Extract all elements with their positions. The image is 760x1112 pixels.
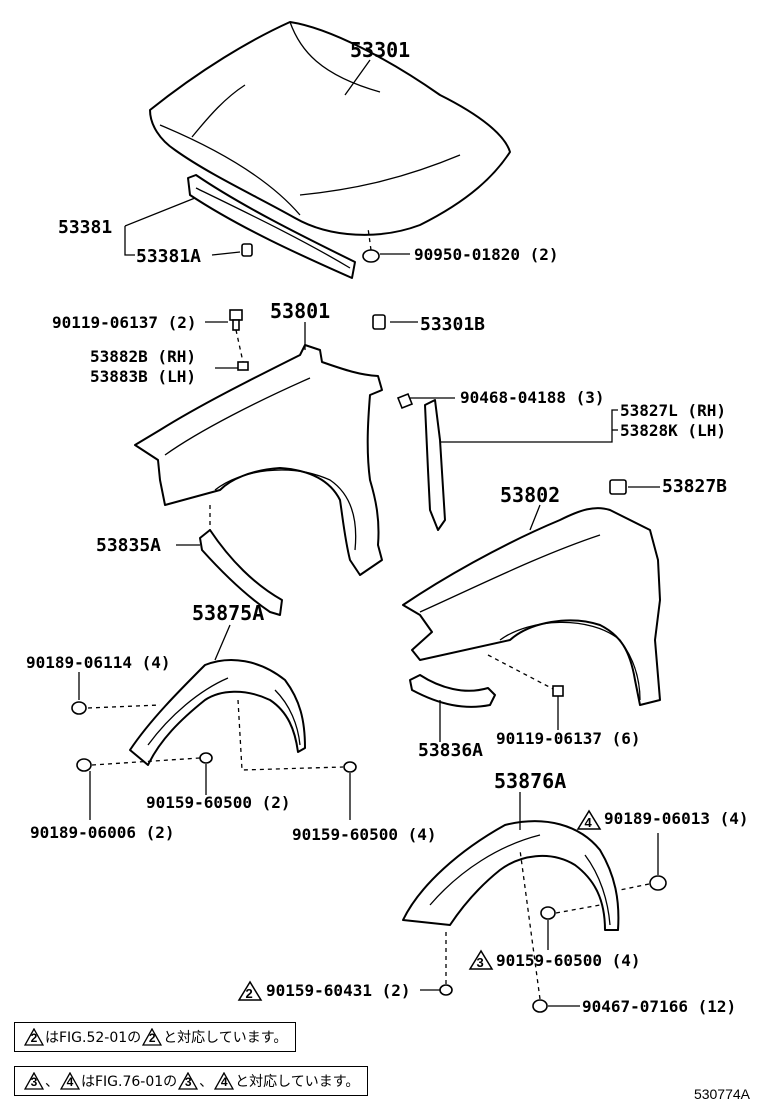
fender-lh-part — [402, 507, 661, 706]
seal-strip-part — [424, 399, 446, 531]
clip-icon — [532, 999, 548, 1013]
washer-icon — [237, 361, 249, 371]
label-hood: 53301 — [350, 38, 410, 62]
label-washer-rh: 53882B (RH) — [90, 347, 196, 366]
clip-icon — [396, 392, 414, 410]
hood-seal-part — [187, 174, 356, 279]
label-bolt-top: 90119-06137 (2) — [52, 313, 197, 332]
bracket-lh-part — [409, 674, 496, 708]
callout-triangle-4: 4 — [576, 809, 602, 830]
callout-triangle-3: 3 — [468, 949, 494, 970]
hood-part — [149, 21, 511, 236]
callout-triangle-3-icon: 3 — [178, 1072, 199, 1090]
callout-triangle-2: 2 — [237, 980, 263, 1001]
label-seal-rh: 53827L (RH) — [620, 401, 726, 420]
screw-icon — [540, 906, 556, 920]
bolt-icon — [552, 685, 564, 697]
screw-icon — [76, 758, 92, 772]
label-screw-f: 90159-60500 (4) — [496, 951, 641, 970]
note1-text-a: はFIG.52-01の — [45, 1030, 142, 1046]
label-screw-g: 90159-60431 (2) — [266, 981, 411, 1000]
screw-icon — [649, 875, 667, 891]
clip-icon — [241, 243, 253, 257]
svg-text:4: 4 — [585, 815, 593, 830]
screw-icon — [439, 984, 453, 996]
label-hood-cushion: 90950-01820 (2) — [414, 245, 559, 264]
bumper-icon — [372, 314, 386, 330]
bolt-icon — [229, 309, 243, 331]
label-screw-b: 90189-06006 (2) — [30, 823, 175, 842]
callout-triangle-4-icon: 4 — [60, 1072, 80, 1090]
label-clip-block: 53827B — [662, 476, 727, 497]
liner-rh-part — [129, 659, 306, 766]
callout-triangle-2-icon: 2 — [24, 1028, 44, 1046]
callout-triangle-3-icon: 3 — [24, 1072, 44, 1090]
label-clip-bottom: 90467-07166 (12) — [582, 997, 736, 1016]
screw-icon — [199, 752, 213, 764]
label-screw-c: 90159-60500 (2) — [146, 793, 291, 812]
leader-lines — [78, 59, 660, 1007]
note2-sep2: 、 — [199, 1074, 214, 1090]
label-hood-seal: 53381 — [58, 217, 112, 238]
label-bracket-rh: 53835A — [96, 535, 161, 556]
note2-sep: 、 — [45, 1074, 59, 1090]
svg-text:2: 2 — [246, 986, 253, 1001]
fender-rh-part — [134, 344, 383, 576]
callout-triangle-4-icon: 4 — [214, 1072, 235, 1090]
label-fender-rh: 53801 — [270, 299, 330, 323]
svg-text:3: 3 — [477, 955, 484, 970]
bracket-rh-part — [199, 529, 283, 616]
label-screw-e: 90189-06013 (4) — [604, 809, 749, 828]
screw-icon — [343, 761, 357, 773]
label-liner-rh: 53875A — [192, 601, 264, 625]
figure-id: 530774A — [693, 1086, 750, 1102]
label-screw-d: 90159-60500 (4) — [292, 825, 437, 844]
label-fender-lh: 53802 — [500, 483, 560, 507]
note-fig-76: 3 、 4 はFIG.76-01の 3 、 4 と対応しています。 — [14, 1066, 369, 1096]
screw-icon — [71, 701, 87, 715]
liner-lh-part — [402, 820, 620, 931]
label-clip-small: 90468-04188 (3) — [460, 388, 605, 407]
label-seal-lh: 53828K (LH) — [620, 421, 726, 440]
note2-text-b: と対応しています。 — [235, 1074, 360, 1090]
cushion-icon — [362, 249, 380, 263]
label-bolt-bottom: 90119-06137 (6) — [496, 729, 641, 748]
label-hood-bumper: 53301B — [420, 314, 485, 335]
callout-triangle-2-icon: 2 — [142, 1028, 163, 1046]
label-washer-lh: 53883B (LH) — [90, 367, 196, 386]
note1-text-b: と対応しています。 — [163, 1030, 288, 1046]
label-hood-seal-clip: 53381A — [136, 246, 201, 267]
label-bracket-lh: 53836A — [418, 740, 483, 761]
note2-text-a: はFIG.76-01の — [81, 1074, 178, 1090]
label-screw-a: 90189-06114 (4) — [26, 653, 171, 672]
clip-block-icon — [609, 479, 627, 495]
label-liner-lh: 53876A — [494, 769, 566, 793]
note-fig-52: 2 はFIG.52-01の 2 と対応しています。 — [14, 1022, 297, 1052]
